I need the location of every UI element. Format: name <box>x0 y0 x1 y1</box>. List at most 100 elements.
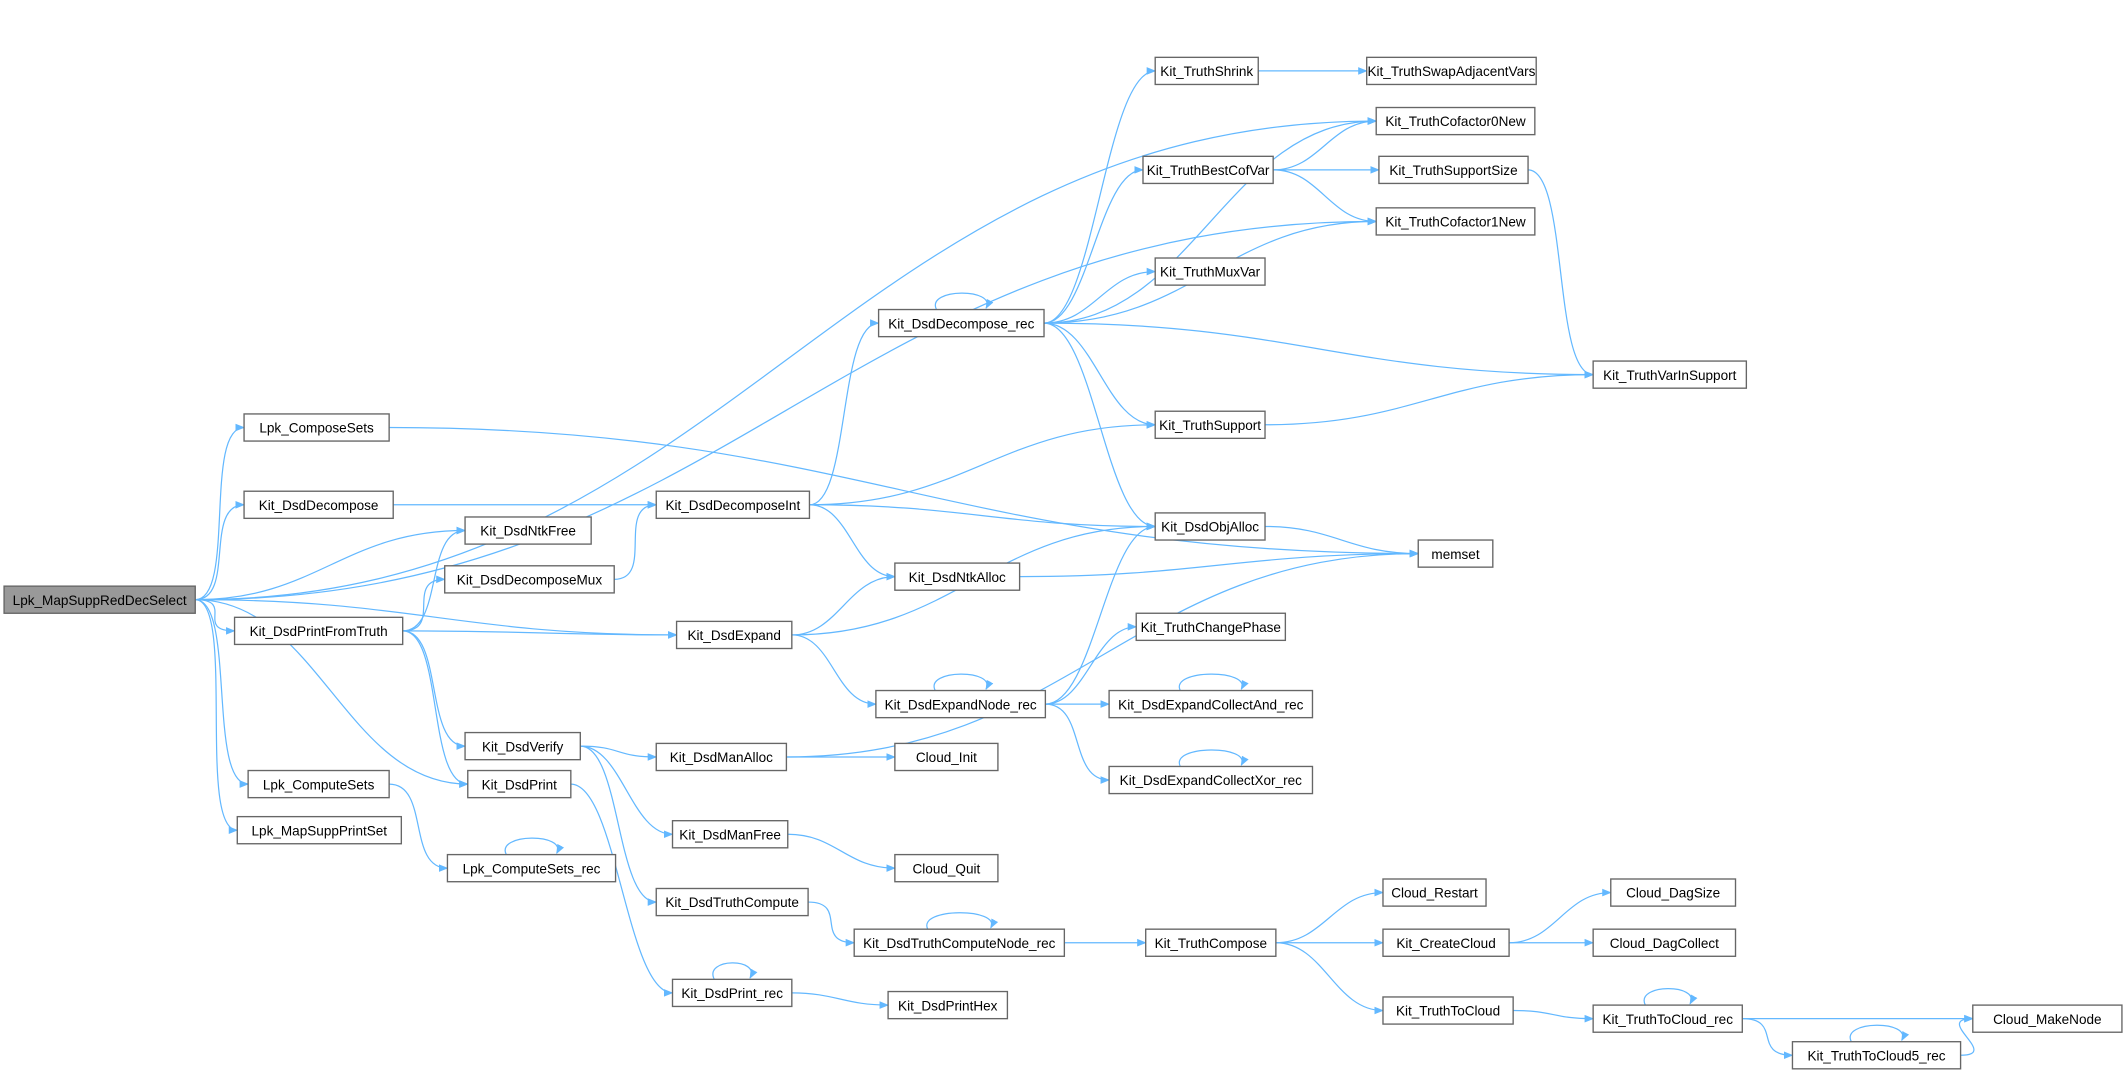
node-label: Kit_TruthSwapAdjacentVars <box>1367 64 1535 79</box>
call-edge-lpk-computesets-rec-to-lpk-computesets-rec <box>504 837 565 855</box>
node-label: Kit_DsdVerify <box>482 739 564 754</box>
node-cloud-quit[interactable]: Cloud_Quit <box>894 853 999 883</box>
node-lpk-computesets[interactable]: Lpk_ComputeSets <box>247 769 390 799</box>
node-memset[interactable]: memset <box>1417 539 1494 568</box>
node-label: Kit_DsdPrint_rec <box>681 986 783 1001</box>
node-kit-createcloud[interactable]: Kit_CreateCloud <box>1382 928 1510 957</box>
node-kit-dsdverify[interactable]: Kit_DsdVerify <box>464 731 581 761</box>
call-edge-kit-dsdmanalloc-to-memset <box>786 549 1420 758</box>
call-edge-kit-truthsupport-to-kit-truthvarinsupport <box>1265 370 1595 426</box>
node-kit-dsddecompose[interactable]: Kit_DsdDecompose <box>243 490 394 520</box>
node-box <box>853 928 1066 957</box>
node-cloud-restart[interactable]: Cloud_Restart <box>1382 878 1487 907</box>
node-kit-dsdprintfromtruth[interactable]: Kit_DsdPrintFromTruth <box>233 616 404 646</box>
node-kit-truthcompose[interactable]: Kit_TruthCompose <box>1145 928 1277 957</box>
node-box <box>671 820 789 849</box>
call-edge-lpk-mapsuppreddecselect-to-kit-truthcofactor1new <box>195 217 1378 601</box>
node-kit-truthtocloud-rec[interactable]: Kit_TruthToCloud_rec <box>1592 1004 1743 1033</box>
node-kit-dsdexpandcollectxor-rec[interactable]: Kit_DsdExpandCollectXor_rec <box>1108 765 1314 795</box>
call-edge-kit-dsddecompose-rec-to-kit-truthcofactor0new <box>1044 117 1378 324</box>
node-kit-truthmuxvar[interactable]: Kit_TruthMuxVar <box>1154 257 1266 286</box>
call-edge-kit-dsddecomposeint-to-kit-truthsupport <box>809 420 1157 506</box>
call-edge-kit-dsdexpandnode-rec-to-kit-dsdexpandnode-rec <box>933 673 994 691</box>
call-edge-kit-dsddecompose-rec-to-kit-dsdobjalloc <box>1044 322 1157 531</box>
node-lpk-mapsuppprintset[interactable]: Lpk_MapSuppPrintSet <box>236 815 403 845</box>
node-kit-truthsupportsize[interactable]: Kit_TruthSupportSize <box>1378 155 1529 185</box>
call-edge-lpk-mapsuppreddecselect-to-lpk-composesets <box>195 423 246 601</box>
node-box <box>1375 207 1536 236</box>
node-kit-truthtocloud[interactable]: Kit_TruthToCloud <box>1382 996 1514 1025</box>
node-label: Kit_DsdPrintFromTruth <box>250 624 388 639</box>
node-kit-truthvarinsupport[interactable]: Kit_TruthVarInSupport <box>1592 360 1748 389</box>
node-box <box>1108 689 1314 719</box>
node-kit-dsdtruthcompute[interactable]: Kit_DsdTruthCompute <box>655 887 809 917</box>
call-edge-kit-truthsupportsize-to-kit-truthvarinsupport <box>1528 169 1595 379</box>
node-kit-dsddecomposeint[interactable]: Kit_DsdDecomposeInt <box>655 490 811 520</box>
node-label: Kit_TruthToCloud5_rec <box>1807 1048 1945 1063</box>
node-kit-dsdmanalloc[interactable]: Kit_DsdManAlloc <box>655 742 788 772</box>
node-cloud-makenode[interactable]: Cloud_MakeNode <box>1972 1004 2123 1033</box>
node-lpk-composesets[interactable]: Lpk_ComposeSets <box>243 413 390 442</box>
call-edge-kit-dsdexpandcollectxor-rec-to-kit-dsdexpandcollectxor-rec <box>1178 749 1249 767</box>
node-kit-dsdexpandnode-rec[interactable]: Kit_DsdExpandNode_rec <box>875 689 1047 719</box>
node-kit-truthtocloud5-rec[interactable]: Kit_TruthToCloud5_rec <box>1791 1041 1962 1070</box>
node-kit-truthswapadjacentvars[interactable]: Kit_TruthSwapAdjacentVars <box>1366 56 1537 86</box>
node-label: Cloud_DagCollect <box>1610 936 1719 951</box>
call-edge-kit-dsdexpand-to-kit-dsdntkalloc <box>791 572 896 636</box>
node-label: Lpk_MapSuppRedDecSelect <box>13 593 187 608</box>
call-edge-kit-truthtocloud5-rec-to-cloud-makenode <box>1958 1014 1975 1056</box>
node-box <box>464 731 581 761</box>
call-edge-kit-truthcompose-to-kit-truthtocloud <box>1275 942 1384 1015</box>
call-edge-kit-dsddecomposeint-to-kit-dsddecompose-rec <box>809 319 880 506</box>
node-kit-dsdprinthex[interactable]: Kit_DsdPrintHex <box>887 990 1009 1020</box>
node-kit-truthcofactor1new[interactable]: Kit_TruthCofactor1New <box>1375 207 1536 236</box>
node-box <box>467 769 572 799</box>
call-edge-kit-dsddecomposeint-to-kit-dsdntkalloc <box>809 504 896 581</box>
node-box <box>1108 765 1314 795</box>
node-box <box>875 689 1047 719</box>
node-kit-truthchangephase[interactable]: Kit_TruthChangePhase <box>1135 612 1287 642</box>
node-kit-truthbestcofvar[interactable]: Kit_TruthBestCofVar <box>1142 155 1274 185</box>
node-cloud-init[interactable]: Cloud_Init <box>894 742 999 772</box>
node-kit-dsdexpandcollectand-rec[interactable]: Kit_DsdExpandCollectAnd_rec <box>1108 689 1314 719</box>
call-edge-kit-dsdprintfromtruth-to-kit-dsdprint <box>402 630 469 788</box>
call-edge-lpk-computesets-to-lpk-computesets-rec <box>389 783 449 872</box>
node-cloud-dagcollect[interactable]: Cloud_DagCollect <box>1592 928 1737 957</box>
node-kit-truthshrink[interactable]: Kit_TruthShrink <box>1154 56 1259 86</box>
node-box <box>675 620 793 650</box>
node-lpk-mapsuppreddecselect[interactable]: Lpk_MapSuppRedDecSelect <box>3 585 196 614</box>
call-edge-kit-dsddecomposeint-to-kit-dsdobjalloc <box>809 504 1157 531</box>
node-box <box>655 887 809 917</box>
node-kit-dsdobjalloc[interactable]: Kit_DsdObjAlloc <box>1154 512 1266 541</box>
call-edge-kit-truthtocloud-rec-to-kit-truthtocloud5-rec <box>1742 1018 1794 1060</box>
node-label: Kit_TruthSupport <box>1159 418 1261 433</box>
node-kit-dsdtruthcomputenode-rec[interactable]: Kit_DsdTruthComputeNode_rec <box>853 928 1066 957</box>
node-kit-dsdprint[interactable]: Kit_DsdPrint <box>467 769 572 799</box>
node-box <box>1610 878 1737 907</box>
node-box <box>1135 612 1287 642</box>
node-label: Kit_TruthToCloud <box>1396 1004 1500 1019</box>
node-lpk-computesets-rec[interactable]: Lpk_ComputeSets_rec <box>446 853 617 883</box>
node-cloud-dagsize[interactable]: Cloud_DagSize <box>1610 878 1737 907</box>
node-box <box>247 769 390 799</box>
node-label: Cloud_Init <box>916 750 977 765</box>
node-kit-dsddecompose-rec[interactable]: Kit_DsdDecompose_rec <box>877 308 1045 338</box>
node-kit-dsdexpand[interactable]: Kit_DsdExpand <box>675 620 793 650</box>
node-kit-dsdntkalloc[interactable]: Kit_DsdNtkAlloc <box>894 562 1021 591</box>
node-kit-dsdmanfree[interactable]: Kit_DsdManFree <box>671 820 789 849</box>
node-kit-truthcofactor0new[interactable]: Kit_TruthCofactor0New <box>1375 106 1536 136</box>
node-kit-truthsupport[interactable]: Kit_TruthSupport <box>1154 410 1266 440</box>
node-kit-dsdntkfree[interactable]: Kit_DsdNtkFree <box>464 516 592 545</box>
node-label: Kit_DsdPrintHex <box>898 998 998 1013</box>
call-edge-kit-truthbestcofvar-to-kit-truthcofactor1new <box>1273 169 1378 226</box>
call-edge-kit-dsddecompose-rec-to-kit-truthshrink <box>1044 67 1157 324</box>
node-box <box>464 516 592 545</box>
node-kit-dsdprint-rec[interactable]: Kit_DsdPrint_rec <box>671 978 793 1008</box>
node-box <box>243 413 390 442</box>
call-edge-kit-dsdobjalloc-to-memset <box>1265 525 1420 558</box>
node-box <box>894 853 999 883</box>
node-kit-dsddecomposemux[interactable]: Kit_DsdDecomposeMux <box>444 565 615 594</box>
nodes-layer: Lpk_MapSuppRedDecSelectLpk_ComposeSetsKi… <box>3 56 2123 1070</box>
node-label: Cloud_MakeNode <box>1993 1012 2101 1027</box>
